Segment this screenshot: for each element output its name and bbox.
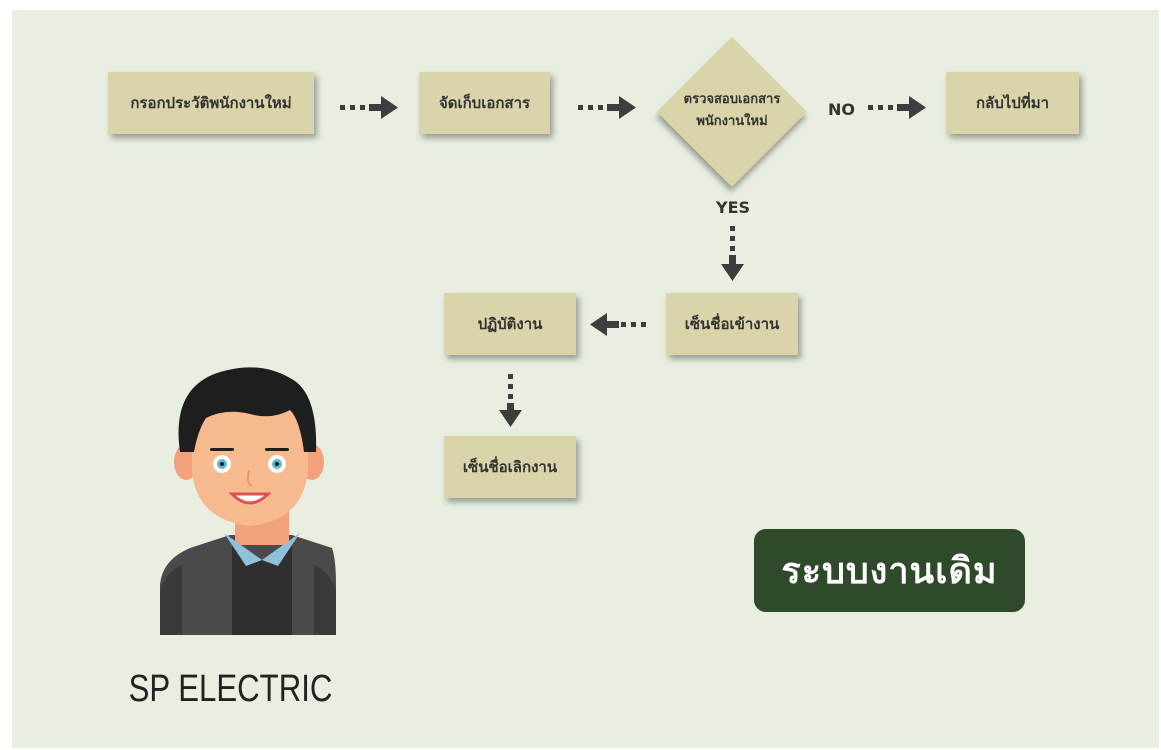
- step-fill-new-employee-record: กรอกประวัติพนักงานใหม่: [108, 72, 314, 134]
- arrow-right-icon: [868, 96, 926, 119]
- step-sign-in-label: เซ็นชื่อเข้างาน: [684, 315, 780, 333]
- arrow-down-icon: [499, 374, 522, 427]
- decision-label: ตรวจสอบเอกสาร พนักงานใหม่: [657, 89, 807, 133]
- no-branch-label: NO: [828, 100, 855, 119]
- company-name: SP ELECTRIC: [128, 668, 333, 710]
- step-fill-new-employee-record-label: กรอกประวัติพนักงานใหม่: [130, 94, 292, 112]
- step-sign-out: เซ็นชื่อเลิกงาน: [444, 436, 576, 498]
- yes-branch-label: YES: [716, 198, 751, 217]
- decision-label-line2: พนักงานใหม่: [696, 114, 768, 129]
- legacy-system-badge-label: ระบบงานเดิม: [781, 551, 998, 592]
- step-return-to-origin-label: กลับไปที่มา: [975, 94, 1050, 112]
- step-sign-in: เซ็นชื่อเข้างาน: [666, 293, 798, 355]
- step-return-to-origin: กลับไปที่มา: [946, 72, 1079, 134]
- arrow-down-icon: [721, 226, 744, 281]
- step-store-documents-label: จัดเก็บเอกสาร: [438, 94, 531, 112]
- decision-label-line1: ตรวจสอบเอกสาร: [683, 92, 781, 107]
- step-perform-work: ปฏิบัติงาน: [444, 293, 576, 355]
- legacy-system-badge: ระบบงานเดิม: [754, 529, 1025, 612]
- step-store-documents: จัดเก็บเอกสาร: [419, 72, 550, 134]
- step-sign-out-label: เซ็นชื่อเลิกงาน: [462, 458, 558, 476]
- decision-check-documents: ตรวจสอบเอกสาร พนักงานใหม่: [657, 37, 807, 187]
- step-perform-work-label: ปฏิบัติงาน: [477, 315, 543, 333]
- arrow-right-icon: [340, 96, 398, 119]
- arrow-left-icon: [590, 313, 646, 336]
- arrow-right-icon: [578, 96, 636, 119]
